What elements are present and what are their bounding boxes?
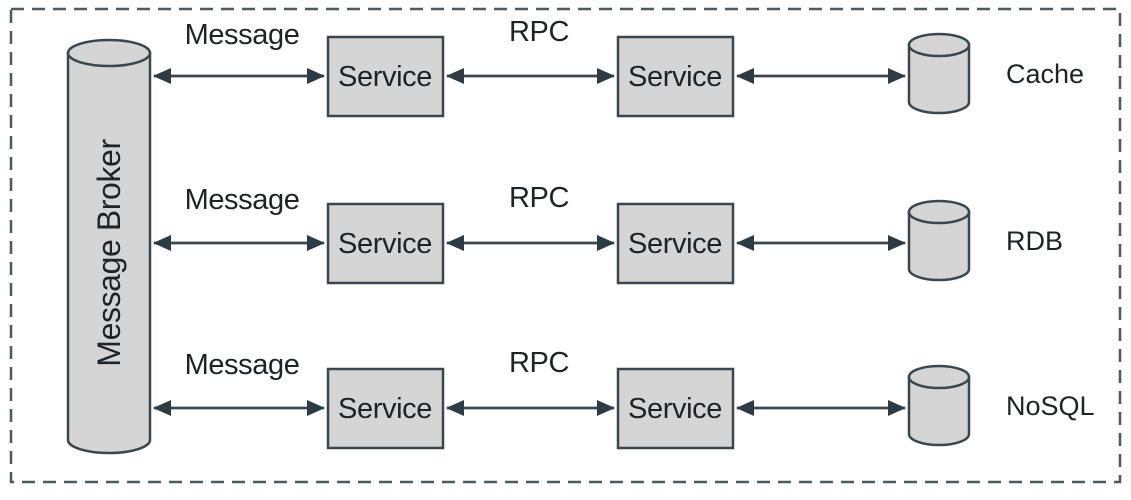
system-boundary — [9, 7, 1122, 484]
database-cylinder-body — [907, 43, 971, 115]
service-box-label: Service — [338, 228, 432, 260]
database-cylinder-top — [907, 364, 971, 390]
database-cylinder-body — [907, 375, 971, 447]
database-cylinder — [907, 364, 971, 447]
message-arrow-label: Message — [185, 19, 300, 51]
rpc-arrow-label: RPC — [509, 16, 569, 48]
rpc-arrow-label: RPC — [509, 347, 569, 379]
service-box-label: Service — [338, 393, 432, 425]
message-broker: Message Broker — [66, 38, 152, 455]
service-box — [326, 367, 445, 450]
database-cylinder — [907, 199, 971, 282]
database-label: RDB — [1006, 226, 1063, 256]
service-box — [326, 202, 445, 285]
database-cylinder — [907, 32, 971, 115]
rpc-arrow-label: RPC — [509, 182, 569, 214]
message-broker-label: Message Broker — [91, 139, 127, 367]
database-cylinder-top — [907, 199, 971, 225]
message-arrow-label: Message — [185, 184, 300, 216]
service-box — [616, 367, 735, 450]
message-broker-cylinder-top — [66, 38, 152, 68]
service-box-label: Service — [628, 393, 722, 425]
database-cylinder-body — [907, 210, 971, 282]
row-nosql: Message Service RPC Service NoSQL — [153, 347, 1095, 450]
database-label: NoSQL — [1006, 391, 1095, 421]
service-box-label: Service — [628, 61, 722, 93]
message-arrow-label: Message — [185, 349, 300, 381]
service-box — [616, 35, 735, 118]
database-cylinder-top — [907, 32, 971, 58]
database-label: Cache — [1006, 59, 1084, 89]
service-box — [616, 202, 735, 285]
service-box-label: Service — [338, 61, 432, 93]
service-box-label: Service — [628, 228, 722, 260]
row-cache: Message Service RPC Service Cache — [153, 16, 1084, 118]
row-rdb: Message Service RPC Service RDB — [153, 182, 1063, 285]
message-broker-cylinder-body — [66, 51, 152, 455]
service-box — [326, 35, 445, 118]
